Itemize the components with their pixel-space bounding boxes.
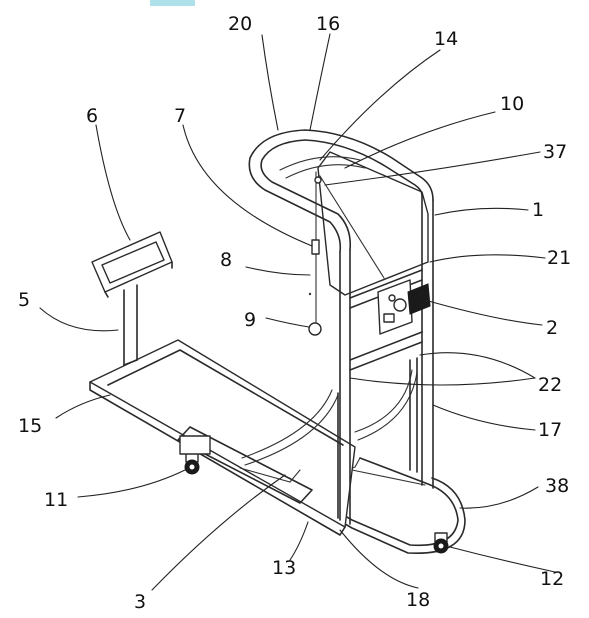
label-38: 38 (545, 475, 569, 497)
label-17: 17 (538, 419, 562, 441)
label-8: 8 (220, 249, 232, 271)
label-13: 13 (272, 557, 296, 579)
label-1: 1 (532, 199, 544, 221)
leader-lines (39, 33, 556, 591)
label-37: 37 (543, 141, 567, 163)
label-3: 3 (134, 591, 146, 613)
handle-loop (248, 129, 434, 253)
motor-unit (377, 279, 431, 335)
label-6: 6 (86, 105, 98, 127)
label-2: 2 (546, 317, 558, 339)
label-21: 21 (547, 247, 571, 269)
label-10: 10 (500, 93, 524, 115)
console-assembly (91, 231, 173, 366)
label-9: 9 (244, 309, 256, 331)
label-11: 11 (44, 489, 68, 511)
safety-rope (308, 171, 385, 336)
label-22: 22 (538, 374, 562, 396)
treadmill-deck (89, 339, 356, 536)
label-18: 18 (406, 589, 430, 611)
reference-numerals: 20 16 14 10 37 1 21 2 22 17 38 12 18 13 … (18, 13, 571, 613)
caster-front (184, 451, 200, 475)
label-5: 5 (18, 289, 30, 311)
label-15: 15 (18, 415, 42, 437)
label-12: 12 (540, 568, 564, 590)
label-16: 16 (316, 13, 340, 35)
label-7: 7 (174, 105, 186, 127)
label-14: 14 (434, 28, 458, 50)
caster-rear (433, 532, 449, 554)
label-20: 20 (228, 13, 252, 35)
top-color-smudge (150, 0, 195, 6)
